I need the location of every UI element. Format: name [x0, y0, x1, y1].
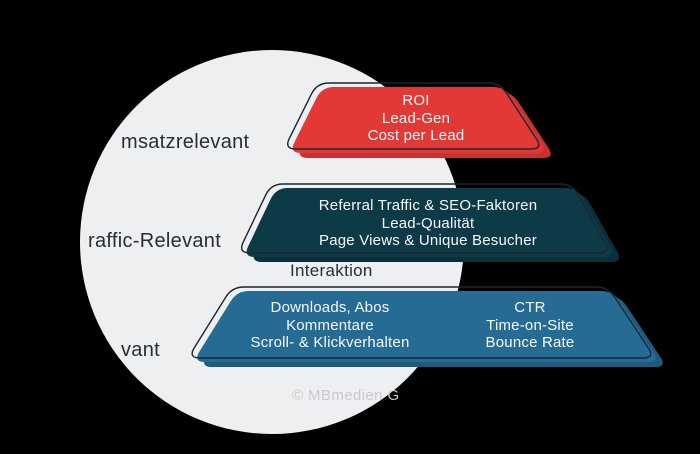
label-umsatzrelevant: msatzrelevant	[121, 131, 250, 153]
banner-interaktionsrelevant	[191, 286, 663, 367]
banner-traffic-line-1: Referral Traffic & SEO-Faktoren	[318, 197, 538, 214]
banner-traffic-front	[246, 188, 613, 257]
banner-umsatz-front	[292, 87, 544, 153]
banner-traffic-text: Referral Traffic & SEO-Faktoren Lead-Qua…	[288, 197, 568, 250]
banner-umsatz-text: ROI Lead-Gen Cost per Lead	[306, 92, 526, 145]
banner-interaktion-right-line-3: Bounce Rate	[485, 334, 575, 351]
banner-interaktion-right-text: CTR Time-on-Site Bounce Rate	[440, 299, 620, 352]
banner-interaktion-right-line-1: CTR	[514, 299, 546, 316]
watermark: © MBmedien G	[292, 387, 400, 404]
label-traffic-relevant: raffic-Relevant	[88, 230, 222, 252]
banner-traffic-line-3: Page Views & Unique Besucher	[319, 232, 537, 249]
banner-interaktion-left-line-2: Kommentare	[286, 316, 374, 334]
label-interaktionsrelevant: vant	[121, 339, 161, 361]
banner-traffic-outline	[240, 183, 608, 254]
banner-umsatz-outline	[287, 82, 540, 150]
banner-traffic-relevant	[240, 183, 620, 262]
banner-interaktion-left-text: Downloads, Abos Kommentare Scroll- & Kli…	[235, 299, 425, 352]
banner-traffic-line-2: Lead-Qualität	[381, 214, 475, 232]
banner-interaktion-left-line-3: Scroll- & Klickverhalten	[250, 334, 410, 351]
banner-interaktion-outline	[191, 286, 652, 359]
banner-umsatz-line-3: Cost per Lead	[367, 127, 465, 144]
banner-interaktion-left-line-1: Downloads, Abos	[270, 299, 390, 316]
banner-umsatz-line-1: ROI	[402, 92, 430, 109]
banner-interaktion-front	[197, 291, 656, 362]
banner-interaktion-right-line-2: Time-on-Site	[486, 316, 574, 334]
banner-umsatzrelevant	[287, 82, 551, 158]
label-interaktion: Interaktion	[290, 261, 373, 280]
banner-umsatz-line-2: Lead-Gen	[381, 109, 451, 127]
